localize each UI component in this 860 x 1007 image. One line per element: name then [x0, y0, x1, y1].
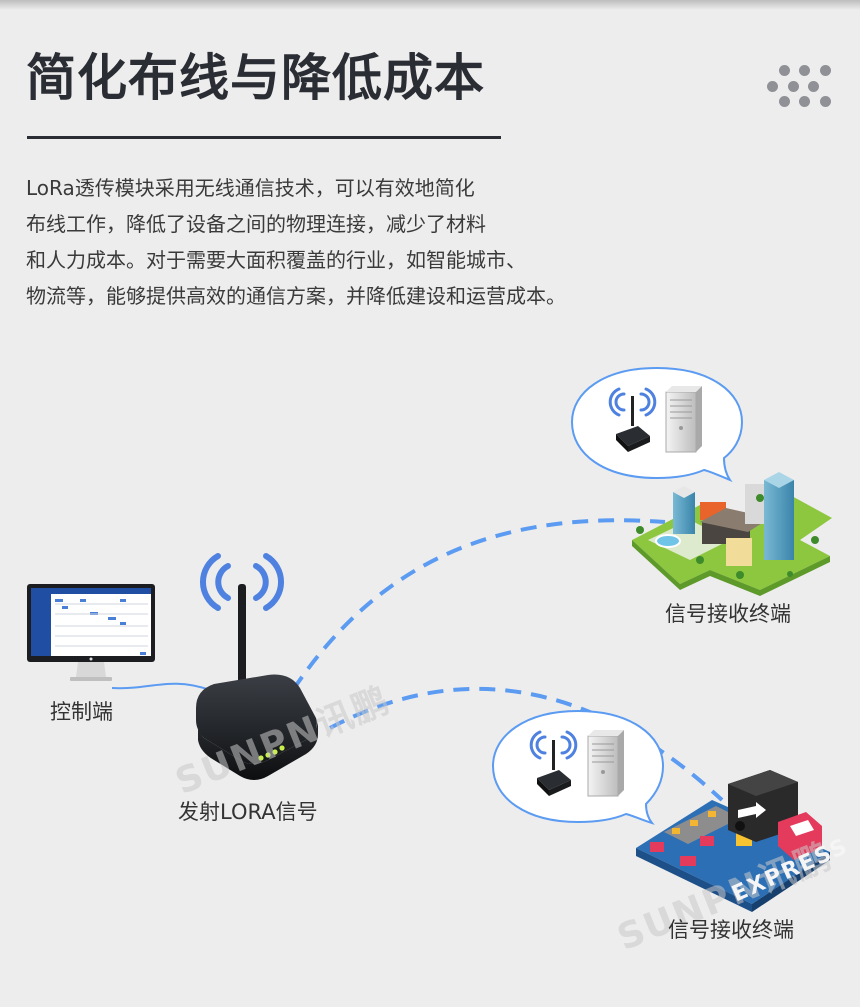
receiver-label-city: 信号接收终端: [665, 602, 791, 626]
page-title: 简化布线与降低成本: [26, 49, 485, 107]
description: LoRa透传模块采用无线通信技术，可以有效地简化 布线工作，降低了设备之间的物理…: [26, 170, 666, 314]
cable-line: [111, 682, 211, 691]
description-line: 和人力成本。对于需要大面积覆盖的行业，如智能城市、: [26, 248, 526, 272]
express-logistics-icon: [636, 770, 830, 912]
top-shadow: [0, 0, 860, 10]
receiver-label-logistics: 信号接收终端: [668, 918, 794, 942]
title-underline: [27, 136, 501, 139]
description-line: 物流等，能够提供高效的通信方案，并降低建设和运营成本。: [26, 284, 566, 308]
description-line: 布线工作，降低了设备之间的物理连接，减少了材料: [26, 212, 486, 236]
signal-path-upper: [291, 518, 666, 692]
monitor-icon: [27, 584, 155, 681]
smart-city-icon: [632, 472, 832, 596]
gateway-server-bubble: [570, 366, 744, 483]
transmitter-label: 发射LORA信号: [178, 800, 318, 824]
control-label: 控制端: [50, 700, 113, 724]
description-line: LoRa透传模块采用无线通信技术，可以有效地简化: [26, 176, 475, 200]
gateway-server-bubble: [491, 709, 665, 825]
lora-gateway-icon: [196, 553, 318, 780]
